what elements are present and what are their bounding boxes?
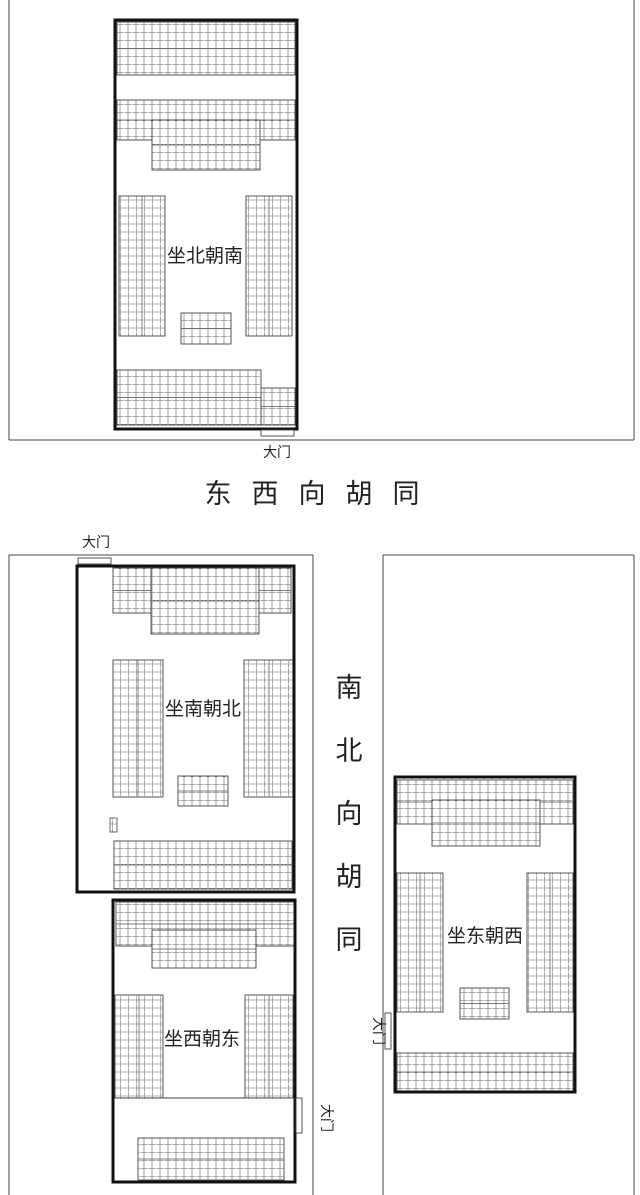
courtyard-wall (393, 775, 577, 1094)
courtyard-wall (75, 564, 296, 894)
courtyard-label: 坐西朝东 (164, 1028, 240, 1050)
street-ns-char: 同 (336, 925, 363, 956)
street-ns-char: 南 (336, 673, 363, 704)
gate-marker (77, 557, 112, 565)
street-ns-char: 北 (336, 736, 363, 767)
street-ns-char: 胡 (336, 862, 363, 893)
gate-marker (295, 1097, 303, 1134)
courtyard-wall (113, 18, 299, 431)
courtyard-label: 坐东朝西 (447, 925, 523, 947)
courtyard-north: 大门 坐北朝南 (113, 18, 299, 461)
courtyard-label: 坐南朝北 (165, 698, 241, 720)
small-shed (109, 817, 118, 833)
street-ew-label: 东西向胡同 (205, 479, 440, 510)
courtyard-east: 大门 坐东朝西 (370, 775, 577, 1094)
alley-lines (8, 0, 635, 1195)
courtyard-wall (111, 898, 297, 1184)
gate-marker (260, 429, 295, 437)
gate-label: 大门 (370, 1017, 386, 1045)
gate-label: 大门 (263, 445, 291, 461)
gate-marker (384, 1012, 392, 1050)
courtyard-west: 大门 坐西朝东 (111, 898, 334, 1184)
courtyard-label: 坐北朝南 (167, 245, 243, 267)
gate-label: 大门 (318, 1104, 334, 1132)
gate-label: 大门 (82, 535, 110, 551)
street-ns-char: 向 (336, 799, 363, 830)
